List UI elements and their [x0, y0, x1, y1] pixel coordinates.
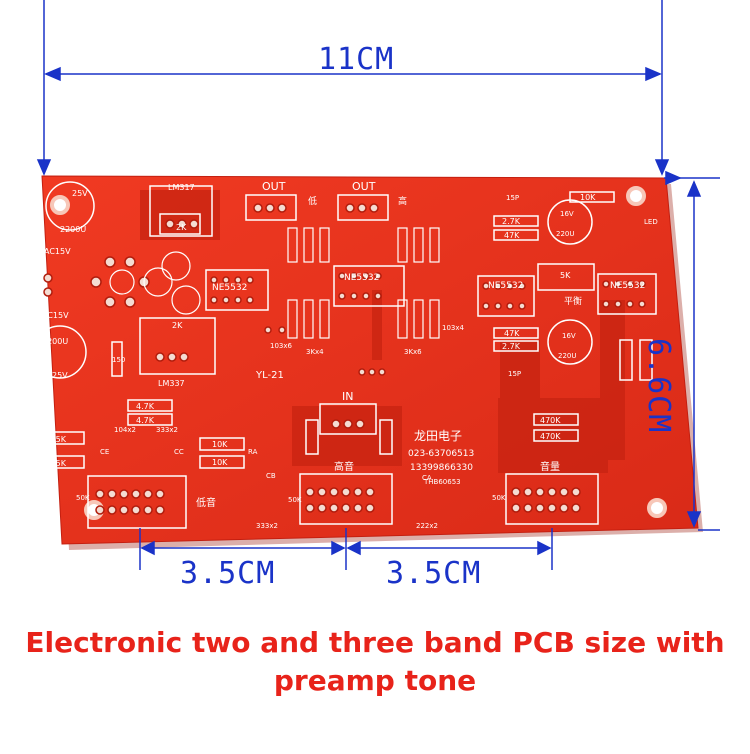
label-pot-50k-a: 50K: [76, 494, 90, 502]
label-model: THB60653: [423, 478, 461, 486]
label-cap-333x2-b: 333x2: [256, 522, 278, 530]
label-reg-top: LM317: [168, 183, 195, 192]
label-res-5k: 5K: [560, 271, 571, 280]
label-res-2k-b: 2K: [172, 321, 183, 330]
label-cap-2200u-bottom: 2200U: [42, 337, 68, 346]
right-spacing-label: 3.5CM: [386, 556, 482, 591]
label-cap-15p-a: 15P: [506, 194, 519, 202]
dimension-lines: [36, 0, 720, 570]
label-res-2k7-b: 2.7K: [502, 342, 521, 351]
label-cap-16v-a: 16V: [560, 210, 574, 218]
label-res-470k-b: 470K: [540, 432, 561, 441]
label-res-47k-a: 47K: [504, 231, 520, 240]
label-ic-mid: NE5532: [344, 273, 379, 283]
label-cap-220u-a: 220U: [556, 230, 574, 238]
label-led: LED: [644, 218, 658, 226]
label-res-4k7-a: 4.7K: [136, 402, 155, 411]
label-cap-2200u-top: 2200U: [60, 225, 86, 234]
label-cb: CB: [266, 472, 276, 480]
label-phone1: 023-63706513: [408, 449, 474, 459]
label-cap-333x2-a: 333x2: [156, 426, 178, 434]
electrolytic-caps: [109, 251, 201, 315]
label-pot-50k-b: 50K: [288, 496, 302, 504]
label-cap-104x2: 104x2: [114, 426, 136, 434]
label-res-2k7-a: 2.7K: [502, 217, 521, 226]
label-res-3kx4: 3Kx4: [306, 348, 324, 356]
label-out-right: OUT: [352, 180, 376, 193]
label-in: IN: [342, 390, 353, 403]
label-cap-103x6: 103x6: [270, 342, 293, 350]
label-ca: CA: [422, 474, 432, 482]
label-rb: RB: [32, 448, 42, 456]
resistor-arrays: [287, 227, 440, 339]
label-cc: CC: [174, 448, 184, 456]
label-ic-right2: NE5532: [610, 281, 645, 291]
label-treble: 高音: [334, 460, 354, 473]
width-dimension-label: 11CM: [318, 42, 395, 77]
solder-pads: [43, 203, 646, 515]
label-res-1k5-a: 1.5K: [48, 435, 67, 444]
label-cap-222x2: 222x2: [416, 522, 438, 530]
label-ic-left: NE5532: [212, 283, 247, 293]
label-res-47k-b: 47K: [504, 329, 520, 338]
label-board-name: YL-21: [255, 370, 284, 381]
copper-traces: [140, 190, 625, 473]
label-res-150: 150: [112, 356, 125, 364]
label-cap-16v-b: 16V: [562, 332, 576, 340]
label-balance: 平衡: [564, 295, 582, 307]
label-cap-25v-bottom: 25V: [52, 371, 68, 380]
label-res-1k5-b: 1.5K: [48, 459, 67, 468]
left-spacing-label: 3.5CM: [180, 556, 276, 591]
label-res-10k-a: 10K: [212, 440, 228, 449]
label-volume: 音量: [540, 460, 560, 473]
label-res-4k7-b: 4.7K: [136, 416, 155, 425]
label-cap-15p-b: 15P: [508, 370, 521, 378]
label-cap-25v-top: 25V: [72, 189, 88, 198]
label-res-470k-a: 470K: [540, 416, 561, 425]
label-bass: 低音: [196, 496, 216, 509]
label-company: 龙田电子: [414, 429, 462, 443]
label-ce: CE: [100, 448, 109, 456]
label-ac-top: AC15V: [44, 247, 71, 256]
label-reg-bottom: LM337: [158, 379, 185, 388]
silkscreen-outlines: [33, 181, 657, 529]
label-res-10k-top: 10K: [580, 193, 596, 202]
label-ac-bottom: AC15V: [42, 311, 69, 320]
label-res-10k-b: 10K: [212, 458, 228, 467]
label-phone2: 13399866330: [410, 463, 473, 473]
label-ra: RA: [248, 448, 258, 456]
label-out-left: OUT: [262, 180, 286, 193]
label-high: 高: [398, 195, 407, 207]
label-res-2k-a: 2K: [176, 223, 187, 232]
label-pot-50k-c: 50K: [492, 494, 506, 502]
label-res-3kx6: 3Kx6: [404, 348, 422, 356]
label-cap-103x4: 103x4: [442, 324, 465, 332]
label-low: 低: [308, 195, 317, 207]
height-dimension-label: 6.6CM: [641, 338, 676, 434]
label-ic-right1: NE5532: [488, 281, 523, 291]
label-cap-220u-b: 220U: [558, 352, 576, 360]
product-caption: Electronic two and three band PCB size w…: [25, 626, 725, 697]
